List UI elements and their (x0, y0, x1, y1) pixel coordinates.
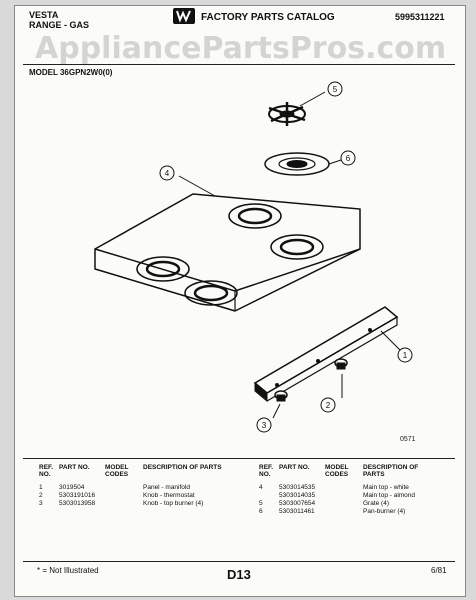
table-row: 5303014035 Main top - almond (279, 492, 416, 499)
table-row: 6 5303011461 Pan-burner (4) (259, 508, 406, 515)
exploded-parts-diagram: 1 2 3 4 5 6 (94, 81, 413, 433)
col-model-codes: MODEL CODES (105, 464, 129, 478)
col-description: DESCRIPTION OF PARTS (143, 464, 222, 471)
header-rule (23, 64, 455, 65)
logo-mark-icon (176, 10, 191, 23)
burner-pan-part (264, 152, 330, 176)
figure-id: 0571 (400, 436, 416, 443)
col-ref-no: REF. NO. (259, 464, 274, 478)
manifold-panel-part (253, 306, 399, 403)
callout-label-1: 1 (403, 351, 408, 360)
catalog-title: FACTORY PARTS CATALOG (201, 12, 335, 23)
col-ref-no: REF. NO. (39, 464, 54, 478)
product-type: RANGE - GAS (29, 20, 90, 30)
revision-date: 6/81 (431, 566, 447, 575)
catalog-number: 5995311221 (395, 12, 445, 22)
page-number: D13 (227, 567, 251, 582)
model-label: MODEL 36GPN2W0(0) (29, 68, 113, 77)
footer-rule (23, 561, 455, 562)
brand-logo (173, 8, 195, 24)
thermostat-knob-part (334, 358, 348, 370)
brand-name: VESTA (29, 10, 59, 20)
callout-label-3: 3 (262, 421, 267, 430)
col-part-no: PART NO. (279, 464, 310, 471)
table-top-rule (23, 458, 455, 459)
table-row: 4 5303014535 Main top - white (259, 484, 409, 491)
callout-label-2: 2 (326, 401, 331, 410)
col-description: DESCRIPTION OF PARTS (363, 464, 419, 478)
callout-label-5: 5 (333, 85, 338, 94)
callout-label-4: 4 (165, 169, 170, 178)
parts-table-right: REF. NO. PART NO. MODEL CODES DESCRIPTIO… (259, 464, 437, 516)
parts-catalog-page: VESTA RANGE - GAS FACTORY PARTS CATALOG … (14, 5, 466, 597)
main-top-part (94, 193, 361, 312)
watermark-text: AppliancePartsPros.com (35, 31, 447, 66)
not-illustrated-note: * = Not Illustrated (37, 566, 99, 575)
table-row: 2 5303191016 Knob - thermostat (39, 492, 195, 499)
table-row: 5 5303007654 Grate (4) (259, 500, 390, 507)
table-row: 1 3019504 Panel - manifold (39, 484, 190, 491)
col-part-no: PART NO. (59, 464, 90, 471)
col-model-codes: MODEL CODES (325, 464, 349, 478)
parts-table-left: REF. NO. PART NO. MODEL CODES DESCRIPTIO… (39, 464, 227, 508)
top-burner-knob-part (274, 390, 288, 402)
callout-label-6: 6 (346, 154, 351, 163)
table-row: 3 5303013958 Knob - top burner (4) (39, 500, 204, 507)
grate-part (268, 102, 306, 126)
